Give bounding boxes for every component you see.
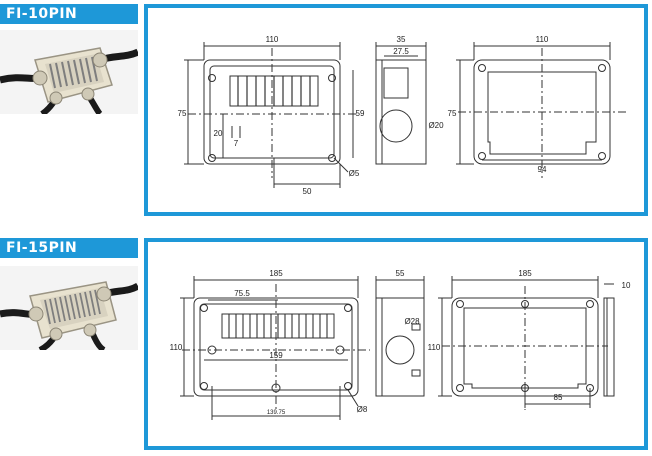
dim-width-185: 185 [269,269,283,278]
dim-50: 50 [303,187,312,196]
dim-side-hole-20: Ø20 [428,121,444,130]
dim-height-110: 110 [170,343,183,352]
dim-hole-8: Ø8 [357,405,368,414]
section-title-fi-10pin: FI-10PIN [0,4,138,24]
dim-139-75: 139.75 [267,410,286,416]
section-title-fi-15pin: FI-15PIN [0,238,138,258]
dim-side-hole-28: Ø28 [404,317,420,326]
technical-drawing-fi-15pin: 185 75.5 110 159 139.75 Ø8 55 Ø28 185 11… [170,269,631,420]
drawing-panel-fi-10pin: 110 75 59 20 7 50 Ø5 35 27.5 Ø20 110 75 … [144,4,648,216]
dim-height-75: 75 [178,109,187,118]
dim-width-110: 110 [266,35,279,44]
dim-back-185: 185 [518,269,532,278]
dim-back-94: 94 [538,165,547,174]
dim-back-85: 85 [554,393,563,402]
dim-59: 59 [356,109,365,118]
drawing-panel-fi-15pin: 185 75.5 110 159 139.75 Ø8 55 Ø28 185 11… [144,238,648,450]
dim-pitch-7: 7 [234,139,239,148]
dim-lid-10: 10 [622,281,631,290]
dim-side-27-5: 27.5 [393,47,409,56]
technical-drawing-fi-10pin: 110 75 59 20 7 50 Ø5 35 27.5 Ø20 110 75 … [178,35,626,196]
product-photo-fi-10pin [0,30,138,114]
dim-159: 159 [269,351,283,360]
dim-hole-5: Ø5 [349,169,360,178]
dim-side-35: 35 [397,35,406,44]
dim-side-55: 55 [396,269,405,278]
product-photo-fi-15pin [0,266,138,350]
dim-75-5: 75.5 [234,289,250,298]
dim-back-110: 110 [428,343,441,352]
dim-20: 20 [214,129,223,138]
dim-back-75: 75 [448,109,457,118]
dim-back-110: 110 [536,35,549,44]
